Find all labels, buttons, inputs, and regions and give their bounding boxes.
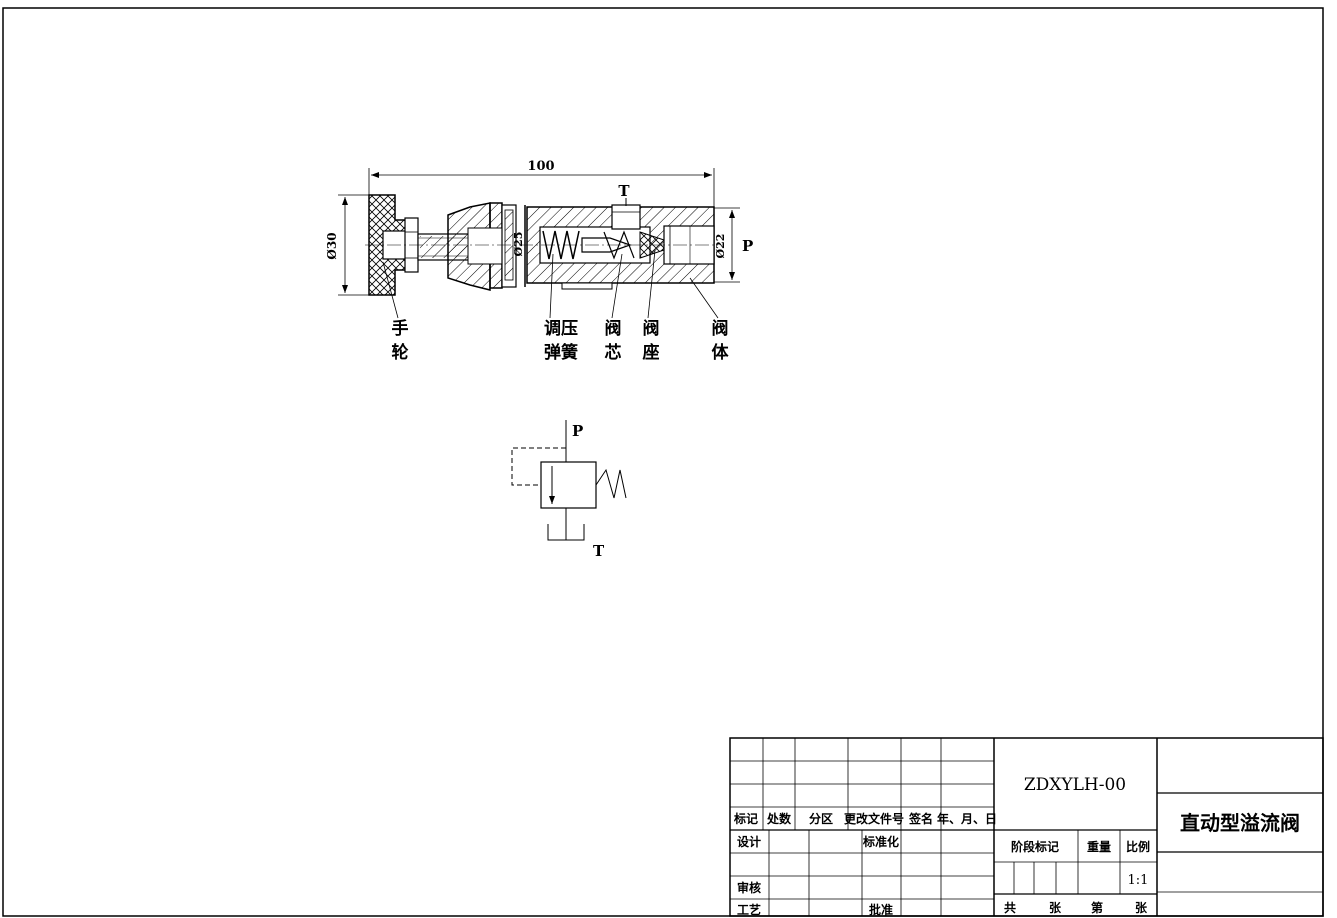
tb-review: 审核	[737, 880, 761, 895]
svg-text:体: 体	[712, 342, 730, 363]
tb-weight: 重量	[1087, 839, 1111, 854]
pilot-line	[511, 447, 566, 486]
part-label-spool: 阀 芯	[605, 318, 622, 363]
svg-text:阀: 阀	[605, 318, 622, 339]
tb-stage-mark: 阶段标记	[1011, 839, 1059, 854]
symbol-port-p: P	[572, 422, 583, 440]
length-dimension: 100	[527, 159, 554, 174]
port-p-label: P	[742, 237, 753, 255]
tb-sheet-unit2: 张	[1135, 900, 1148, 915]
sheet-border	[2, 7, 1324, 917]
tb-header-zone: 分区	[809, 811, 833, 826]
tb-part-name: 直动型溢流阀	[1180, 811, 1300, 835]
part-label-body: 阀 体	[712, 318, 730, 363]
tb-header-mark: 标记	[733, 811, 758, 826]
svg-text:手: 手	[392, 318, 409, 339]
symbol-port-t: T	[593, 542, 605, 560]
spring-symbol	[595, 468, 627, 499]
tank-symbol	[547, 524, 585, 541]
tb-approval: 批准	[869, 902, 893, 917]
part-label-seat: 阀 座	[643, 318, 660, 363]
svg-text:座: 座	[643, 342, 660, 363]
tb-process: 工艺	[737, 902, 761, 917]
body-diameter-dimension: Ø22	[714, 234, 727, 259]
tank-port	[611, 204, 641, 230]
tb-design: 设计	[737, 834, 761, 849]
tb-header-date: 年、月、日	[937, 811, 997, 826]
svg-text:阀: 阀	[643, 318, 660, 339]
tb-sheets-unit: 张	[1049, 900, 1062, 915]
tb-sheets-total: 共	[1004, 900, 1016, 915]
relief-valve-symbol: P T	[511, 420, 627, 560]
part-label-handwheel: 手 轮	[392, 318, 409, 363]
svg-text:阀: 阀	[712, 318, 729, 339]
tb-scale-label: 比例	[1126, 839, 1150, 854]
handwheel-diameter-dimension: Ø30	[325, 232, 339, 259]
tb-header-signature: 签名	[908, 811, 933, 826]
tb-scale-value: 1:1	[1128, 873, 1149, 888]
tb-header-change-doc: 更改文件号	[844, 811, 904, 826]
port-t-label: T	[618, 182, 630, 200]
part-label-spring: 调压 弹簧	[544, 319, 578, 363]
valve-section-view: 100 Ø30 Ø25	[325, 159, 753, 363]
title-block-text: 标记 处数 分区 更改文件号 签名 年、月、日 设计 标准化 审核 工艺 批准 …	[733, 775, 1300, 917]
tb-standardization: 标准化	[862, 834, 899, 849]
svg-text:弹簧: 弹簧	[544, 342, 578, 363]
svg-text:调压: 调压	[544, 319, 578, 339]
adjusting-spring	[542, 230, 580, 260]
svg-text:轮: 轮	[392, 342, 409, 363]
bonnet-diameter-dimension: Ø25	[512, 232, 525, 257]
tb-header-count: 处数	[766, 811, 792, 826]
title-block	[729, 737, 1324, 917]
tb-sheet-no: 第	[1091, 900, 1103, 915]
tb-drawing-number: ZDXYLH-00	[1024, 775, 1126, 795]
svg-text:芯: 芯	[605, 342, 622, 363]
